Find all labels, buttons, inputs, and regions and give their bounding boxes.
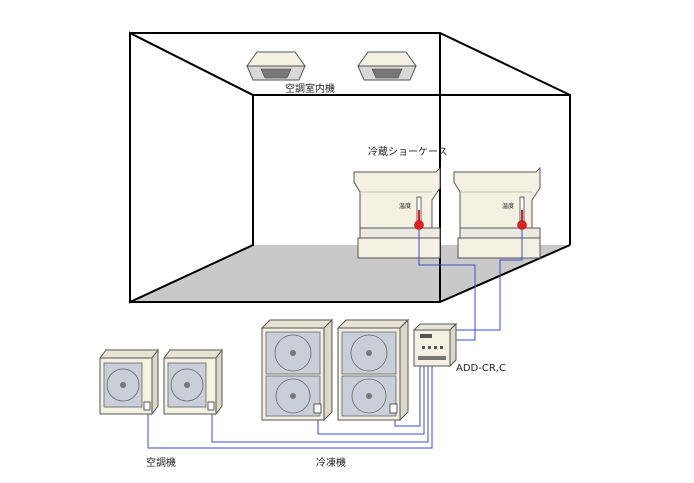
- temp-label-left: 温度: [399, 202, 411, 210]
- indoor-ac-label: 空調室内機: [285, 82, 335, 95]
- ceiling-cassette-icon: [246, 51, 306, 81]
- ceiling-cassette-icon: [357, 51, 417, 81]
- room-floor-edge: [130, 244, 571, 303]
- temp-label-right: 温度: [502, 202, 514, 210]
- outdoor-unit-icon: [260, 318, 334, 422]
- thermometer-icon: [414, 196, 424, 230]
- room-floor: [130, 245, 570, 302]
- room-back-wall: [253, 94, 571, 245]
- outdoor-ac-label: 空調機: [146, 456, 176, 469]
- showcase-icon: [453, 166, 541, 259]
- outdoor-unit-icon: [163, 348, 223, 416]
- controller-icon: [412, 322, 458, 368]
- room: [129, 31, 571, 304]
- outdoor-unit-icon: [99, 348, 159, 416]
- showcase-icon: [353, 166, 441, 259]
- showcase-label: 冷蔵ショーケース: [368, 145, 448, 158]
- thermometer-icon: [517, 196, 527, 230]
- outdoor-unit-icon: [336, 318, 410, 422]
- refrigerator-label: 冷凍機: [316, 456, 346, 469]
- controller-label: ADD-CR,C: [456, 363, 506, 374]
